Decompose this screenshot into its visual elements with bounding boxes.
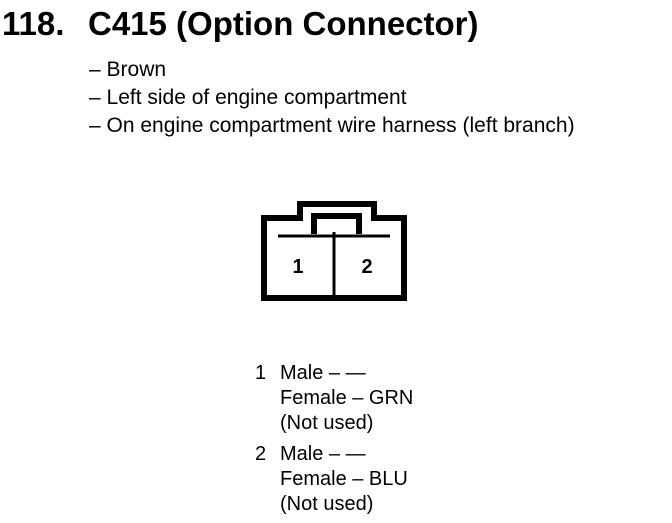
pinout-item-2: 2 Male – — Female – BLU (Not used) xyxy=(255,442,413,517)
pinout-female: Female – BLU xyxy=(280,468,408,490)
detail-harness: – On engine compartment wire harness (le… xyxy=(89,114,575,137)
connector-pin-1: 1 xyxy=(292,256,303,278)
pinout-pin-number: 1 xyxy=(255,362,267,384)
pinout-pin-number: 2 xyxy=(255,443,267,465)
pinout-item-1: 1 Male – — Female – GRN (Not used) xyxy=(255,361,413,436)
page-title: 118. C415 (Option Connector) xyxy=(2,2,479,46)
pinout-male: Male – — xyxy=(280,443,366,465)
connector-housing xyxy=(261,201,407,301)
pinout-male: Male – — xyxy=(280,362,366,384)
connector-pin-2: 2 xyxy=(361,256,372,278)
detail-location: – Left side of engine compartment xyxy=(89,86,407,109)
connector-diagram: 1 2 xyxy=(261,201,407,301)
pinout-note: (Not used) xyxy=(280,412,374,434)
connector-details: – Brown – Left side of engine compartmen… xyxy=(89,56,575,140)
pinout-lines: Male – — Female – BLU (Not used) xyxy=(280,442,408,517)
title-number: 118. xyxy=(2,5,65,42)
detail-color: – Brown xyxy=(89,58,167,81)
pinout-lines: Male – — Female – GRN (Not used) xyxy=(280,361,413,436)
title-text: C415 (Option Connector) xyxy=(88,5,479,42)
pinout-list: 1 Male – — Female – GRN (Not used) 2 Mal… xyxy=(255,361,413,523)
connector-latch xyxy=(311,213,362,234)
pinout-note: (Not used) xyxy=(280,493,374,515)
pinout-female: Female – GRN xyxy=(280,387,414,409)
